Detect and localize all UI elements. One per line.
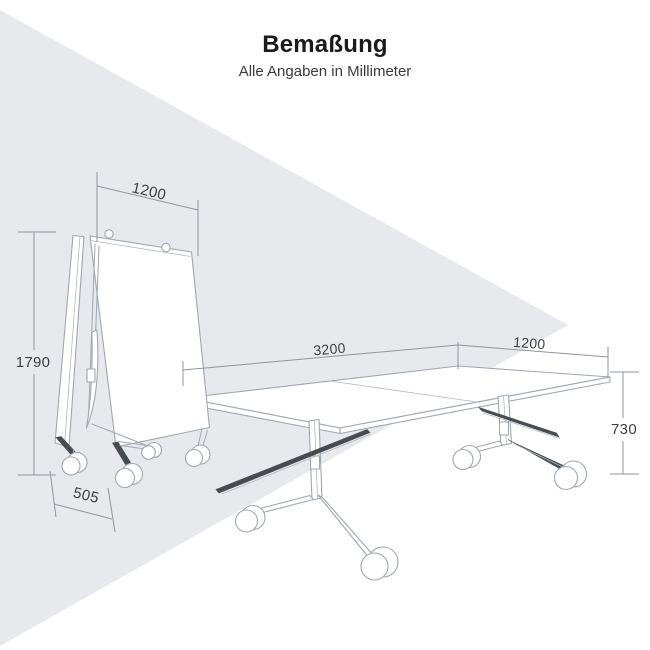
conference-table-drawing [184, 365, 611, 581]
dimension-table-height: 730 [610, 371, 639, 475]
table-height-label: 730 [611, 421, 637, 438]
dimension-table-width: 1200 [457, 334, 609, 378]
dimensions: 1200 1790 505 3200 1200 [16, 172, 639, 533]
folded-height-label: 1790 [16, 354, 51, 371]
page-subtitle: Alle Angaben in Millimeter [239, 63, 412, 80]
dimension-table-length: 3200 [182, 340, 459, 386]
table-width-label: 1200 [513, 334, 547, 353]
dimension-folded-height: 1790 [16, 231, 56, 476]
header: Bemaßung Alle Angaben in Millimeter [239, 31, 412, 80]
page-title: Bemaßung [262, 31, 388, 58]
dimension-folded-depth: 505 [49, 470, 116, 533]
watermark-triangle [0, 10, 568, 646]
folded-depth-label: 505 [71, 484, 100, 507]
folded-table-drawing [54, 229, 211, 489]
table-length-label: 3200 [313, 340, 347, 359]
